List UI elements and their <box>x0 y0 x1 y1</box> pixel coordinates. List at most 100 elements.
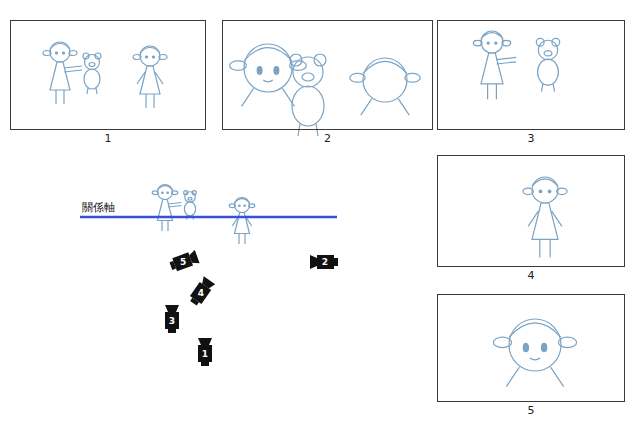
sketch-line <box>188 250 199 266</box>
sketch-line <box>542 84 543 92</box>
panel-number: 2 <box>223 133 432 145</box>
camera-icon <box>165 305 179 333</box>
sketch-line <box>249 204 255 208</box>
sketch-line <box>244 205 246 207</box>
sketch-line <box>316 124 318 136</box>
sketch-line <box>133 55 141 60</box>
face-sketch <box>350 58 420 115</box>
sketch-line <box>140 48 160 54</box>
sketch-line <box>158 185 173 200</box>
sketch-line <box>244 234 245 245</box>
sketch-line <box>153 94 154 108</box>
sketch-line <box>487 42 489 44</box>
bear-sketch <box>290 54 326 136</box>
sketch-line <box>50 44 70 50</box>
sketch-line <box>274 67 279 75</box>
sketch-line <box>550 239 551 257</box>
sketch-line <box>310 255 317 269</box>
sketch-line <box>50 62 70 90</box>
sketch-line <box>158 186 173 190</box>
sketch-line <box>290 54 302 66</box>
sketch-line <box>165 312 179 329</box>
sketch-line <box>167 192 169 194</box>
sketch-line <box>50 42 70 62</box>
sketch-line <box>298 124 300 136</box>
sketch-line <box>263 80 273 82</box>
axis-line <box>80 216 337 219</box>
sketch-line <box>55 90 56 104</box>
bear-sketch <box>184 191 197 220</box>
sketch-line <box>487 84 488 99</box>
sketch-line <box>496 62 516 64</box>
sketch-line <box>523 343 528 351</box>
sketch-line <box>502 40 511 46</box>
sketch-line <box>235 199 250 203</box>
sketch-line <box>481 53 503 84</box>
sketch-line <box>69 51 77 56</box>
sketch-line <box>43 51 51 56</box>
sketch-line <box>242 88 295 106</box>
girl-sketch <box>523 177 567 258</box>
face-sketch <box>493 319 576 387</box>
camera-icon <box>169 250 200 273</box>
sketch-line <box>244 44 292 92</box>
girl-sketch <box>43 42 82 104</box>
girl-sketch <box>229 198 255 245</box>
sketch-line <box>405 73 420 82</box>
sketch-line <box>165 305 179 312</box>
camera-number: 3 <box>169 316 175 325</box>
camera-icon <box>188 276 216 307</box>
sketch-line <box>506 367 563 387</box>
sketch-line <box>152 191 158 195</box>
sketch-line <box>509 319 561 371</box>
girl-sketch <box>133 46 167 108</box>
sketch-line <box>168 329 176 333</box>
sketch-line <box>496 57 516 59</box>
sketch-line <box>229 204 235 208</box>
sketch-line <box>532 177 558 203</box>
sketch-line <box>137 72 145 84</box>
sketch-line <box>528 211 538 227</box>
sketch-line <box>140 66 160 94</box>
sketch-line <box>153 56 155 58</box>
sketch-line <box>538 40 558 60</box>
sketch-line <box>363 58 407 102</box>
sketch-line <box>64 70 82 72</box>
sketch-line <box>232 217 238 226</box>
sketch-line <box>509 323 561 337</box>
sketch-line <box>184 202 195 216</box>
sketch-line <box>230 61 247 71</box>
sketch-line <box>89 63 95 67</box>
sketch-line <box>302 73 314 81</box>
storyboard-panel: 3 <box>437 20 625 130</box>
sketch-line <box>235 198 250 213</box>
sketch-line <box>239 205 241 207</box>
panel-number: 4 <box>438 270 624 282</box>
sketch-line <box>292 86 324 126</box>
sketch-line <box>190 298 199 306</box>
sketch-line <box>246 217 252 226</box>
camera-icon <box>198 338 212 366</box>
sketch-line <box>530 358 540 360</box>
panel-number: 3 <box>438 133 624 145</box>
sketch-line <box>552 211 562 227</box>
sketch-line <box>557 188 567 195</box>
sketch-line <box>145 94 146 108</box>
storyboard-panel: 2 <box>222 20 433 130</box>
sketch-line <box>539 190 542 193</box>
storyboard-panel: 4 <box>437 155 625 267</box>
sketch-line <box>188 197 192 200</box>
sketch-line <box>496 84 497 99</box>
sketch-line <box>84 69 100 89</box>
camera-number: 5 <box>180 257 186 266</box>
sketch-line <box>64 66 82 68</box>
panel-number: 5 <box>438 405 624 417</box>
sketch-line <box>363 61 407 73</box>
sketch-line <box>56 52 58 54</box>
sketch-line <box>185 192 196 203</box>
sketch-line <box>542 343 547 351</box>
sketch-line <box>162 192 164 194</box>
sketch-line <box>523 188 533 195</box>
storyboard-panel: 1 <box>10 20 206 130</box>
